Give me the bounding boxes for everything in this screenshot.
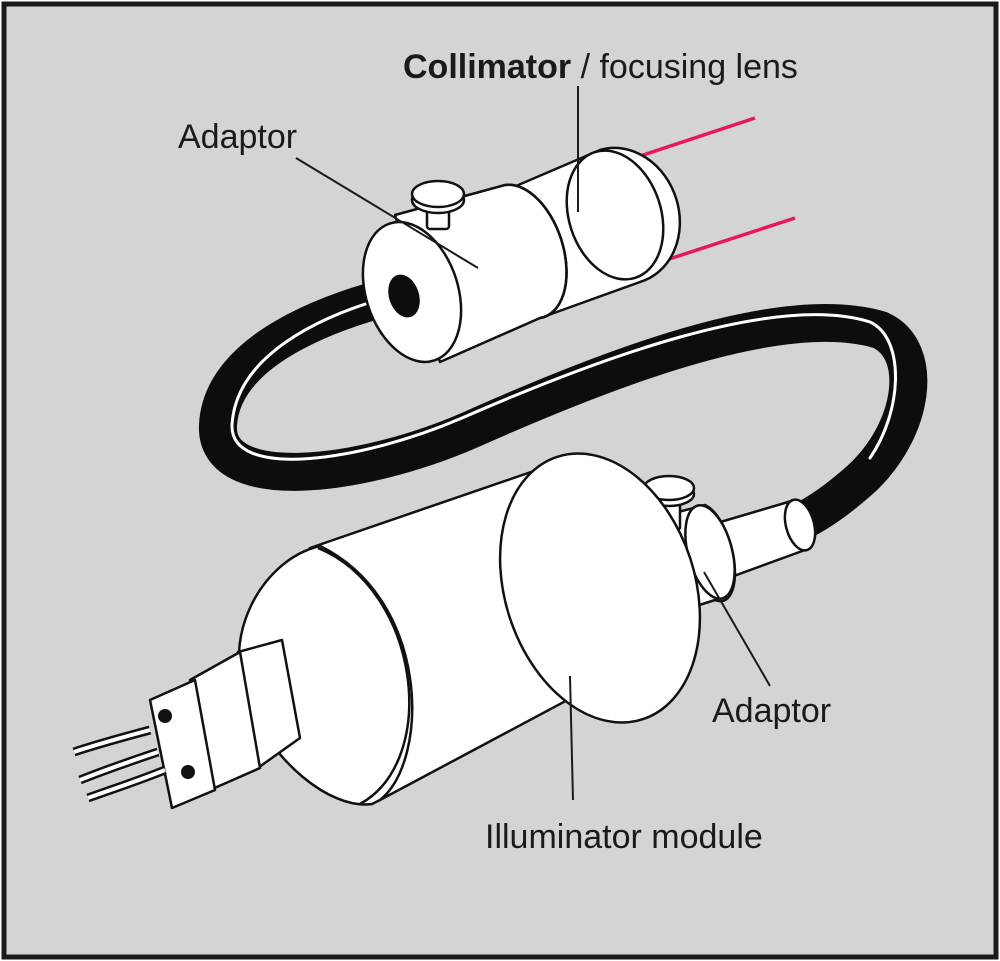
label-focusing-lens: / focusing lens: [571, 48, 798, 86]
label-adaptor-top: Adaptor: [178, 118, 297, 156]
cable-highlight: [230, 294, 897, 461]
leader-adaptor-top: [295, 157, 479, 269]
power-wires: [72, 725, 167, 803]
light-beam: [627, 116, 796, 264]
leader-illuminator: [569, 675, 574, 801]
adaptor-top: [361, 179, 568, 364]
illuminator-module: [72, 452, 817, 810]
leader-adaptor-bottom: [703, 571, 771, 687]
fiber-cable: [199, 273, 928, 541]
label-collimator: Collimator / focusing lens: [403, 48, 798, 86]
label-illuminator-module: Illuminator module: [485, 818, 763, 856]
label-collimator-bold: Collimator: [403, 48, 571, 86]
label-adaptor-bottom: Adaptor: [712, 692, 831, 730]
adaptor-top-screw: [410, 179, 466, 231]
